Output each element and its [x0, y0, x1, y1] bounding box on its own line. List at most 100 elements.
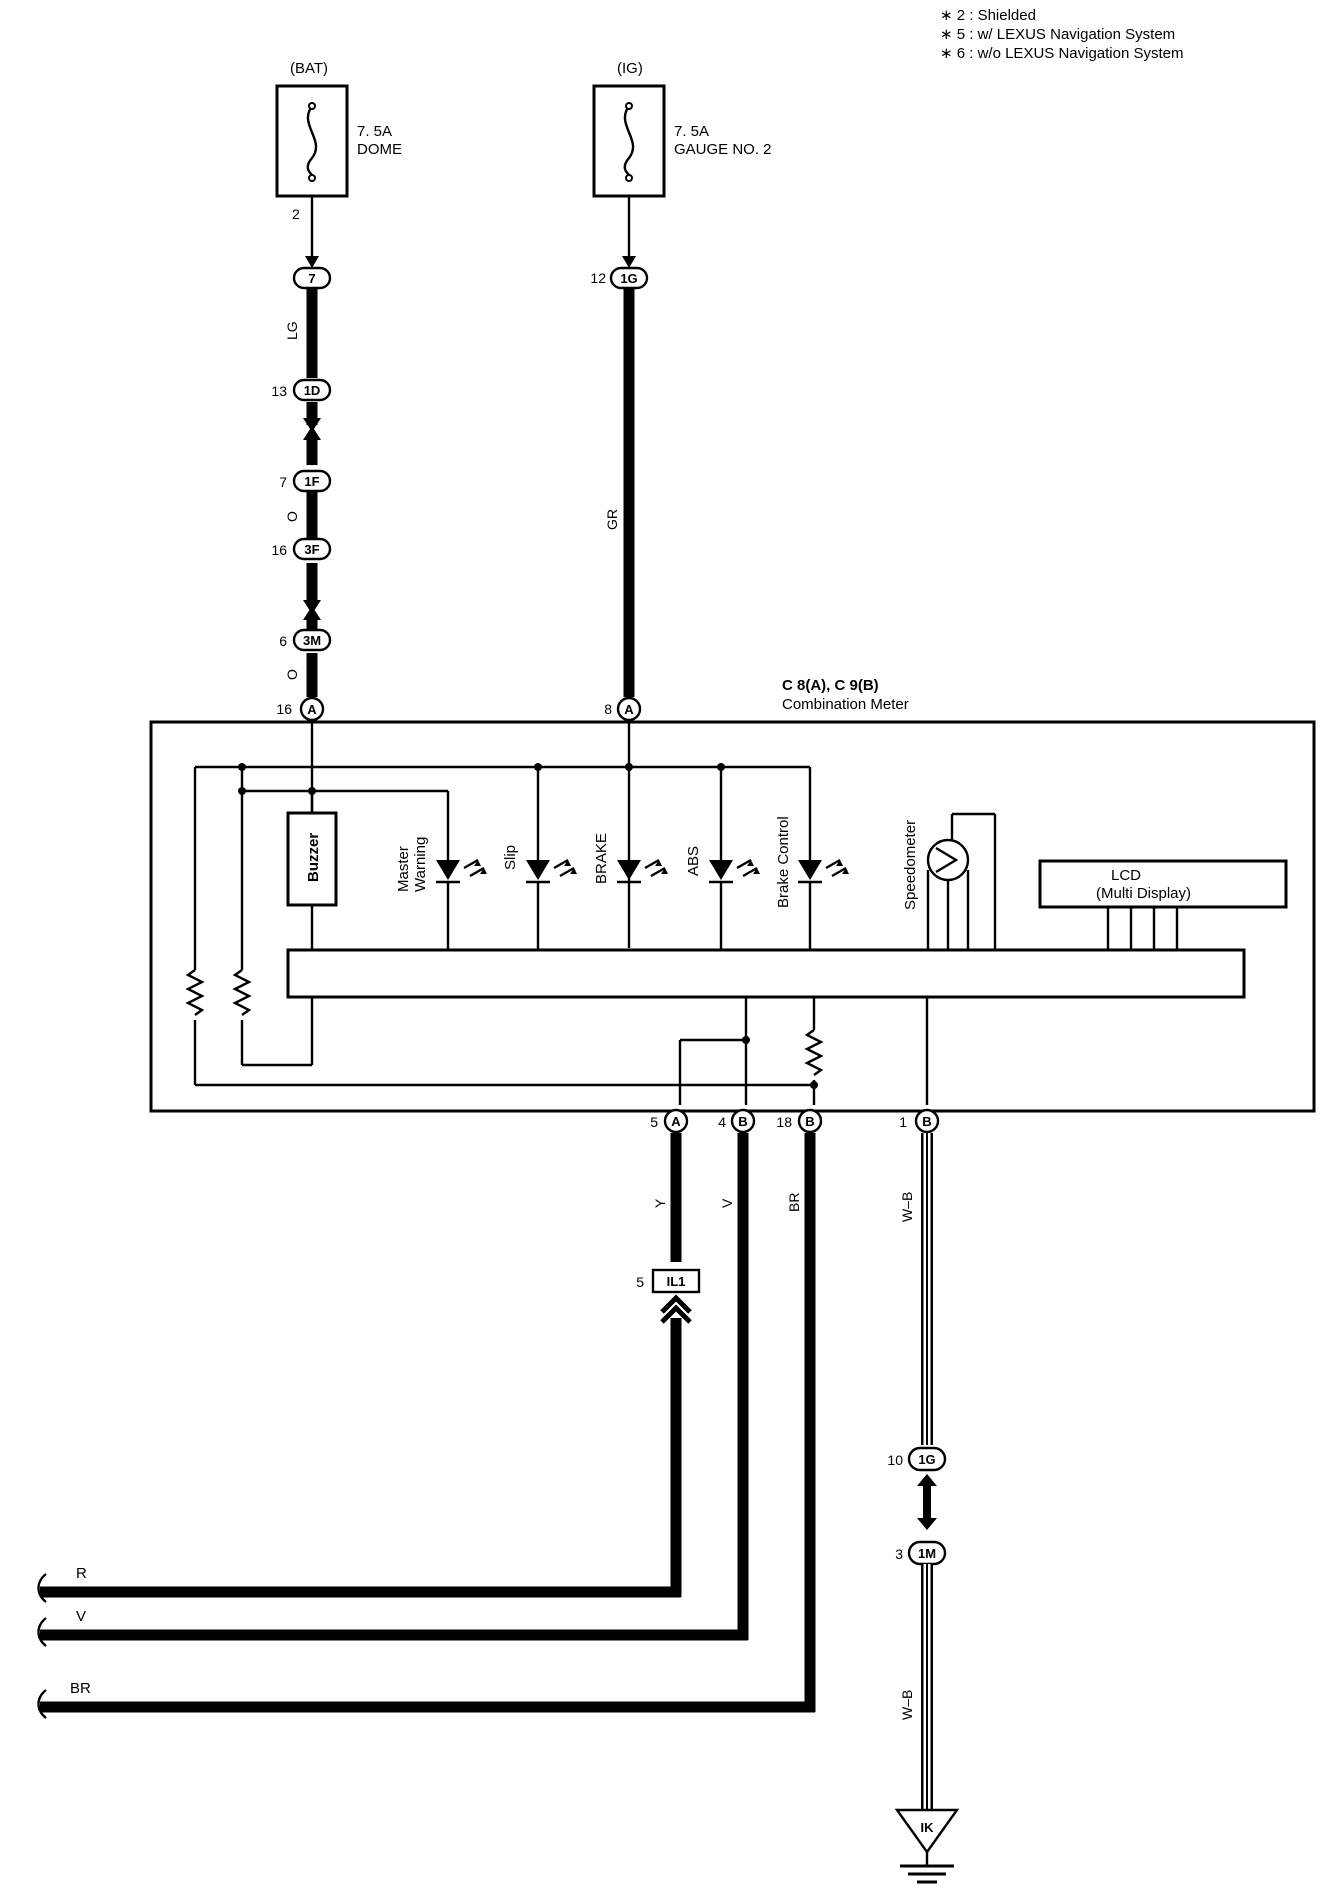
meter-name: Combination Meter [782, 696, 909, 713]
svg-text:1D: 1D [304, 383, 321, 398]
lcd-label-2: (Multi Display) [1096, 885, 1191, 902]
svg-text:1M: 1M [918, 1546, 936, 1561]
note-with-nav: ∗ 5 : w/ LEXUS Navigation System [940, 26, 1175, 43]
fuse-gauge: (IG) 7. 5A GAUGE NO. 2 [592, 60, 772, 198]
svg-text:IL1: IL1 [667, 1274, 686, 1289]
led-master-label-2: Warning [412, 837, 429, 892]
led-master-label-1: Master [395, 846, 412, 892]
svg-text:12: 12 [590, 270, 606, 286]
wire-v: V [719, 1133, 749, 1640]
svg-text:18: 18 [776, 1114, 792, 1130]
connector-7: 7 [292, 266, 332, 290]
svg-text:8: 8 [604, 701, 612, 717]
speedometer-label: Speedometer [902, 820, 919, 910]
combination-meter: C 8(A), C 9(B) Combination Meter Buzzer [149, 677, 1316, 1113]
connector-IL1: 5 IL1 [636, 1268, 701, 1324]
wire-br: BR [786, 1133, 816, 1712]
svg-text:B: B [922, 1114, 931, 1129]
svg-text:B: B [805, 1114, 814, 1129]
wire-color-wb2: W–B [899, 1690, 915, 1720]
svg-text:5: 5 [636, 1274, 644, 1290]
resistor-bottom [804, 1029, 824, 1076]
svg-text:A: A [307, 702, 317, 717]
connector-1G-bottom: 10 1G [887, 1446, 947, 1530]
connector-B1: 1 B [899, 1108, 940, 1134]
svg-text:3F: 3F [304, 542, 319, 557]
svg-text:7: 7 [279, 474, 287, 490]
wire-wb-shielded: W–B [899, 1133, 933, 1445]
svg-text:B: B [738, 1114, 747, 1129]
svg-text:5: 5 [650, 1114, 658, 1130]
connector-B18: 18 B [776, 1108, 823, 1134]
svg-text:1G: 1G [918, 1452, 935, 1467]
bus-wire-br: BR [37, 1680, 815, 1719]
connector-3M: 6 3M [279, 628, 332, 652]
fuse-dome: (BAT) 7. 5A DOME 2 [275, 60, 402, 222]
fuse-gauge-symbol [623, 105, 635, 180]
connector-1F: 7 1F [279, 469, 332, 493]
connector-A5: 5 A [650, 1108, 689, 1134]
meter-connector-ids: C 8(A), C 9(B) [782, 677, 879, 694]
note-shielded: ∗ 2 : Shielded [940, 7, 1036, 24]
connector-1G-top: 12 1G [590, 266, 649, 290]
note-without-nav: ∗ 6 : w/o LEXUS Navigation System [940, 45, 1184, 62]
wire-color-wb1: W–B [899, 1192, 915, 1222]
led-abs-label: ABS [685, 846, 702, 876]
led-brake-label: BRAKE [593, 833, 610, 884]
svg-text:6: 6 [279, 633, 287, 649]
svg-text:3: 3 [895, 1546, 903, 1562]
fuse-dome-pin: 2 [292, 206, 300, 222]
connector-B4: 4 B [718, 1108, 756, 1134]
led-brake-control-label: Brake Control [775, 816, 792, 908]
meter-internal-bus [286, 948, 1246, 999]
ground-icon [894, 1808, 960, 1855]
fuse-dome-source: (BAT) [290, 60, 328, 77]
connector-A16: 16 A [276, 696, 325, 722]
svg-text:16: 16 [271, 542, 287, 558]
svg-text:1: 1 [899, 1114, 907, 1130]
wire-color-lg: LG [284, 321, 300, 340]
notes-legend: ∗ 2 : Shielded ∗ 5 : w/ LEXUS Navigation… [940, 7, 1184, 62]
lcd-box [1038, 859, 1288, 909]
fuse-dome-symbol [306, 105, 318, 180]
led-slip-label: Slip [502, 845, 519, 870]
bus-wire-r-label: R [76, 1565, 87, 1582]
meter-box [149, 720, 1316, 1113]
wire-color-o2: O [284, 669, 300, 680]
svg-text:A: A [624, 702, 634, 717]
svg-text:7: 7 [308, 271, 315, 286]
svg-text:A: A [671, 1114, 681, 1129]
resistor-left-1 [185, 969, 205, 1016]
wire-wb-shielded-lower: W–B [899, 1564, 933, 1810]
bus-wire-br-label: BR [70, 1680, 91, 1697]
gauge-feed-wire: GR [604, 196, 636, 697]
wire-y: Y [652, 1133, 682, 1262]
svg-text:4: 4 [718, 1114, 726, 1130]
connector-1D: 13 1D [271, 378, 332, 402]
svg-text:BR: BR [786, 1193, 802, 1212]
wire-color-o1: O [284, 511, 300, 522]
bus-wire-v: V [37, 1608, 748, 1647]
resistor-left-2 [232, 969, 252, 1016]
svg-text:Y: Y [652, 1198, 668, 1208]
lcd-label-1: LCD [1111, 867, 1141, 884]
svg-text:10: 10 [887, 1452, 903, 1468]
svg-text:1G: 1G [620, 271, 637, 286]
dome-feed-wire: LG O O [284, 196, 321, 697]
bus-wire-v-label: V [76, 1608, 86, 1625]
fuse-gauge-name: GAUGE NO. 2 [674, 141, 772, 158]
fuse-dome-name: DOME [357, 141, 402, 158]
connector-1M: 3 1M [895, 1540, 947, 1566]
buzzer-label: Buzzer [305, 833, 322, 882]
fuse-gauge-rating: 7. 5A [674, 123, 709, 140]
wire-color-gr: GR [604, 509, 620, 530]
fuse-dome-rating: 7. 5A [357, 123, 392, 140]
fuse-gauge-source: (IG) [617, 60, 643, 77]
svg-text:1F: 1F [304, 474, 319, 489]
svg-text:13: 13 [271, 383, 287, 399]
connector-A8: 8 A [604, 696, 642, 722]
svg-text:16: 16 [276, 701, 292, 717]
connector-3F: 16 3F [271, 537, 332, 561]
svg-text:3M: 3M [303, 633, 321, 648]
